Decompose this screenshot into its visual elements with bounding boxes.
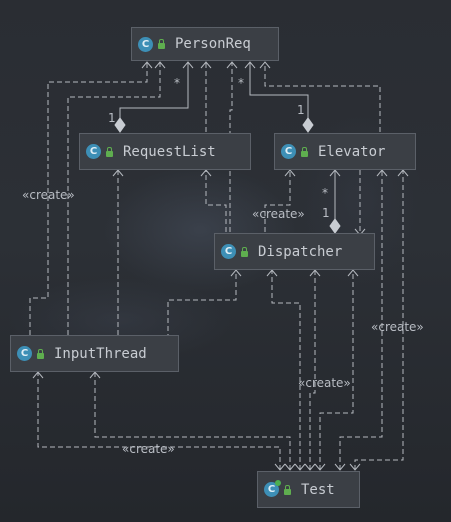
create-label: «create» — [298, 376, 351, 390]
dep-dispatcher-elevator — [264, 170, 291, 232]
multiplicity-many: * — [322, 186, 328, 200]
multiplicity-one: 1 — [322, 206, 330, 220]
dep-dispatcher-personreq — [229, 62, 233, 232]
multiplicity-many: * — [174, 76, 180, 90]
comp-requestlist-personreq — [119, 62, 189, 118]
dep-test-elevator-b — [354, 170, 404, 470]
class-name: PersonReq — [175, 36, 251, 52]
create-label: «create» — [252, 207, 305, 221]
lock-icon — [106, 146, 113, 157]
class-inputthread[interactable]: C InputThread — [10, 335, 179, 372]
class-requestlist[interactable]: C RequestList — [79, 133, 251, 170]
diamond-elevator — [302, 117, 314, 133]
class-name: Test — [301, 481, 335, 498]
class-icon: C — [17, 346, 32, 361]
class-name: Elevator — [318, 143, 386, 160]
dep-dispatcher-requestlist — [205, 170, 227, 232]
create-label: «create» — [122, 442, 175, 456]
create-label: «create» — [371, 320, 424, 334]
class-icon: C — [86, 144, 101, 159]
class-test[interactable]: C Test — [257, 471, 360, 508]
lock-icon — [301, 146, 308, 157]
multiplicity-one: 1 — [297, 103, 305, 117]
dep-inputthread-dispatcher — [167, 270, 237, 355]
diamond-requestlist — [114, 117, 126, 133]
class-name: RequestList — [123, 143, 216, 160]
create-label: «create» — [22, 188, 75, 202]
test-class-icon: C — [264, 480, 281, 497]
dep-test-inputthread-outer — [37, 372, 281, 470]
class-icon: C — [221, 244, 236, 259]
lock-icon — [37, 348, 44, 359]
diamond-dispatcher — [329, 218, 341, 234]
dep-test-dispatcher-a — [271, 270, 301, 470]
class-dispatcher[interactable]: C Dispatcher — [214, 233, 375, 270]
class-name: Dispatcher — [258, 243, 343, 260]
lock-icon — [284, 484, 291, 495]
dep-test-dispatcher-c — [319, 270, 354, 470]
comp-elevator-personreq — [249, 62, 309, 118]
class-icon: C — [138, 36, 153, 52]
dep-inputthread-personreq-outer — [29, 62, 148, 335]
dep-test-dispatcher-b — [309, 270, 316, 470]
dep-elevator-personreq — [264, 62, 381, 132]
lock-icon — [158, 39, 165, 49]
dep-test-elevator-a — [339, 170, 383, 470]
dep-inputthread-personreq-inner — [67, 62, 161, 335]
multiplicity-one: 1 — [108, 111, 116, 125]
class-elevator[interactable]: C Elevator — [274, 133, 416, 170]
class-icon: C — [281, 144, 296, 159]
lock-icon — [241, 246, 248, 257]
multiplicity-many: * — [238, 76, 244, 90]
class-personreq[interactable]: C PersonReq — [131, 27, 279, 61]
dep-test-inputthread-inner — [94, 372, 291, 470]
class-name: InputThread — [54, 345, 147, 362]
